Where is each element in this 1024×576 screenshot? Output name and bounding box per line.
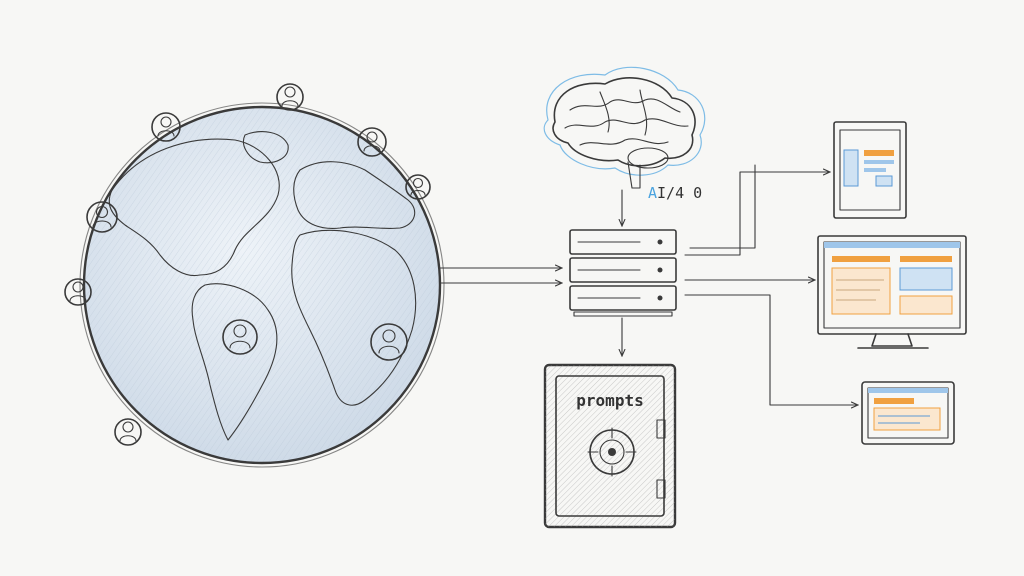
globe <box>79 102 445 468</box>
safe-label: prompts <box>576 391 643 410</box>
monitor-screen <box>839 129 901 211</box>
server-unit <box>569 285 677 311</box>
globe-continent-north-america <box>108 138 280 277</box>
user-avatars <box>64 83 431 446</box>
safe-hinge <box>656 419 666 439</box>
ai-tag-label: AI/4 0 <box>648 184 702 202</box>
monitor-frame <box>833 121 907 219</box>
desktop-frame <box>817 235 967 335</box>
server-unit <box>569 257 677 283</box>
user-avatar-icon <box>114 418 142 446</box>
globe-continent-south-america <box>191 283 278 441</box>
connectors <box>439 164 858 405</box>
user-avatar-icon <box>86 201 118 233</box>
brain-glow <box>543 66 706 176</box>
prompts-safe: prompts <box>543 363 677 529</box>
user-avatar-icon <box>357 127 387 157</box>
safe-hinge <box>656 479 666 499</box>
device-tablet <box>861 381 955 445</box>
user-avatar-icon <box>222 319 258 355</box>
desktop-stand <box>871 333 913 347</box>
server-unit <box>569 229 677 255</box>
safe-door <box>555 375 665 517</box>
user-avatar-icon <box>151 112 181 142</box>
globe-outline <box>82 105 442 465</box>
brain-icon <box>552 77 696 167</box>
user-avatar-icon <box>405 174 431 200</box>
user-avatar-icon <box>64 278 92 306</box>
tablet-frame <box>861 381 955 445</box>
server-to-monitor-arrow <box>684 172 830 256</box>
server-to-tablet-arrow <box>684 294 858 405</box>
user-avatar-icon <box>276 83 304 111</box>
brain-stem <box>627 161 641 189</box>
device-desktop <box>817 235 967 349</box>
device-monitor <box>833 121 907 219</box>
server-rack <box>569 229 677 317</box>
brain-cerebellum <box>627 147 669 169</box>
user-avatar-icon <box>370 323 408 361</box>
globe-continent-africa <box>291 229 417 406</box>
globe-continent-europe <box>293 161 416 230</box>
brain: AI/4 0 <box>543 66 706 202</box>
